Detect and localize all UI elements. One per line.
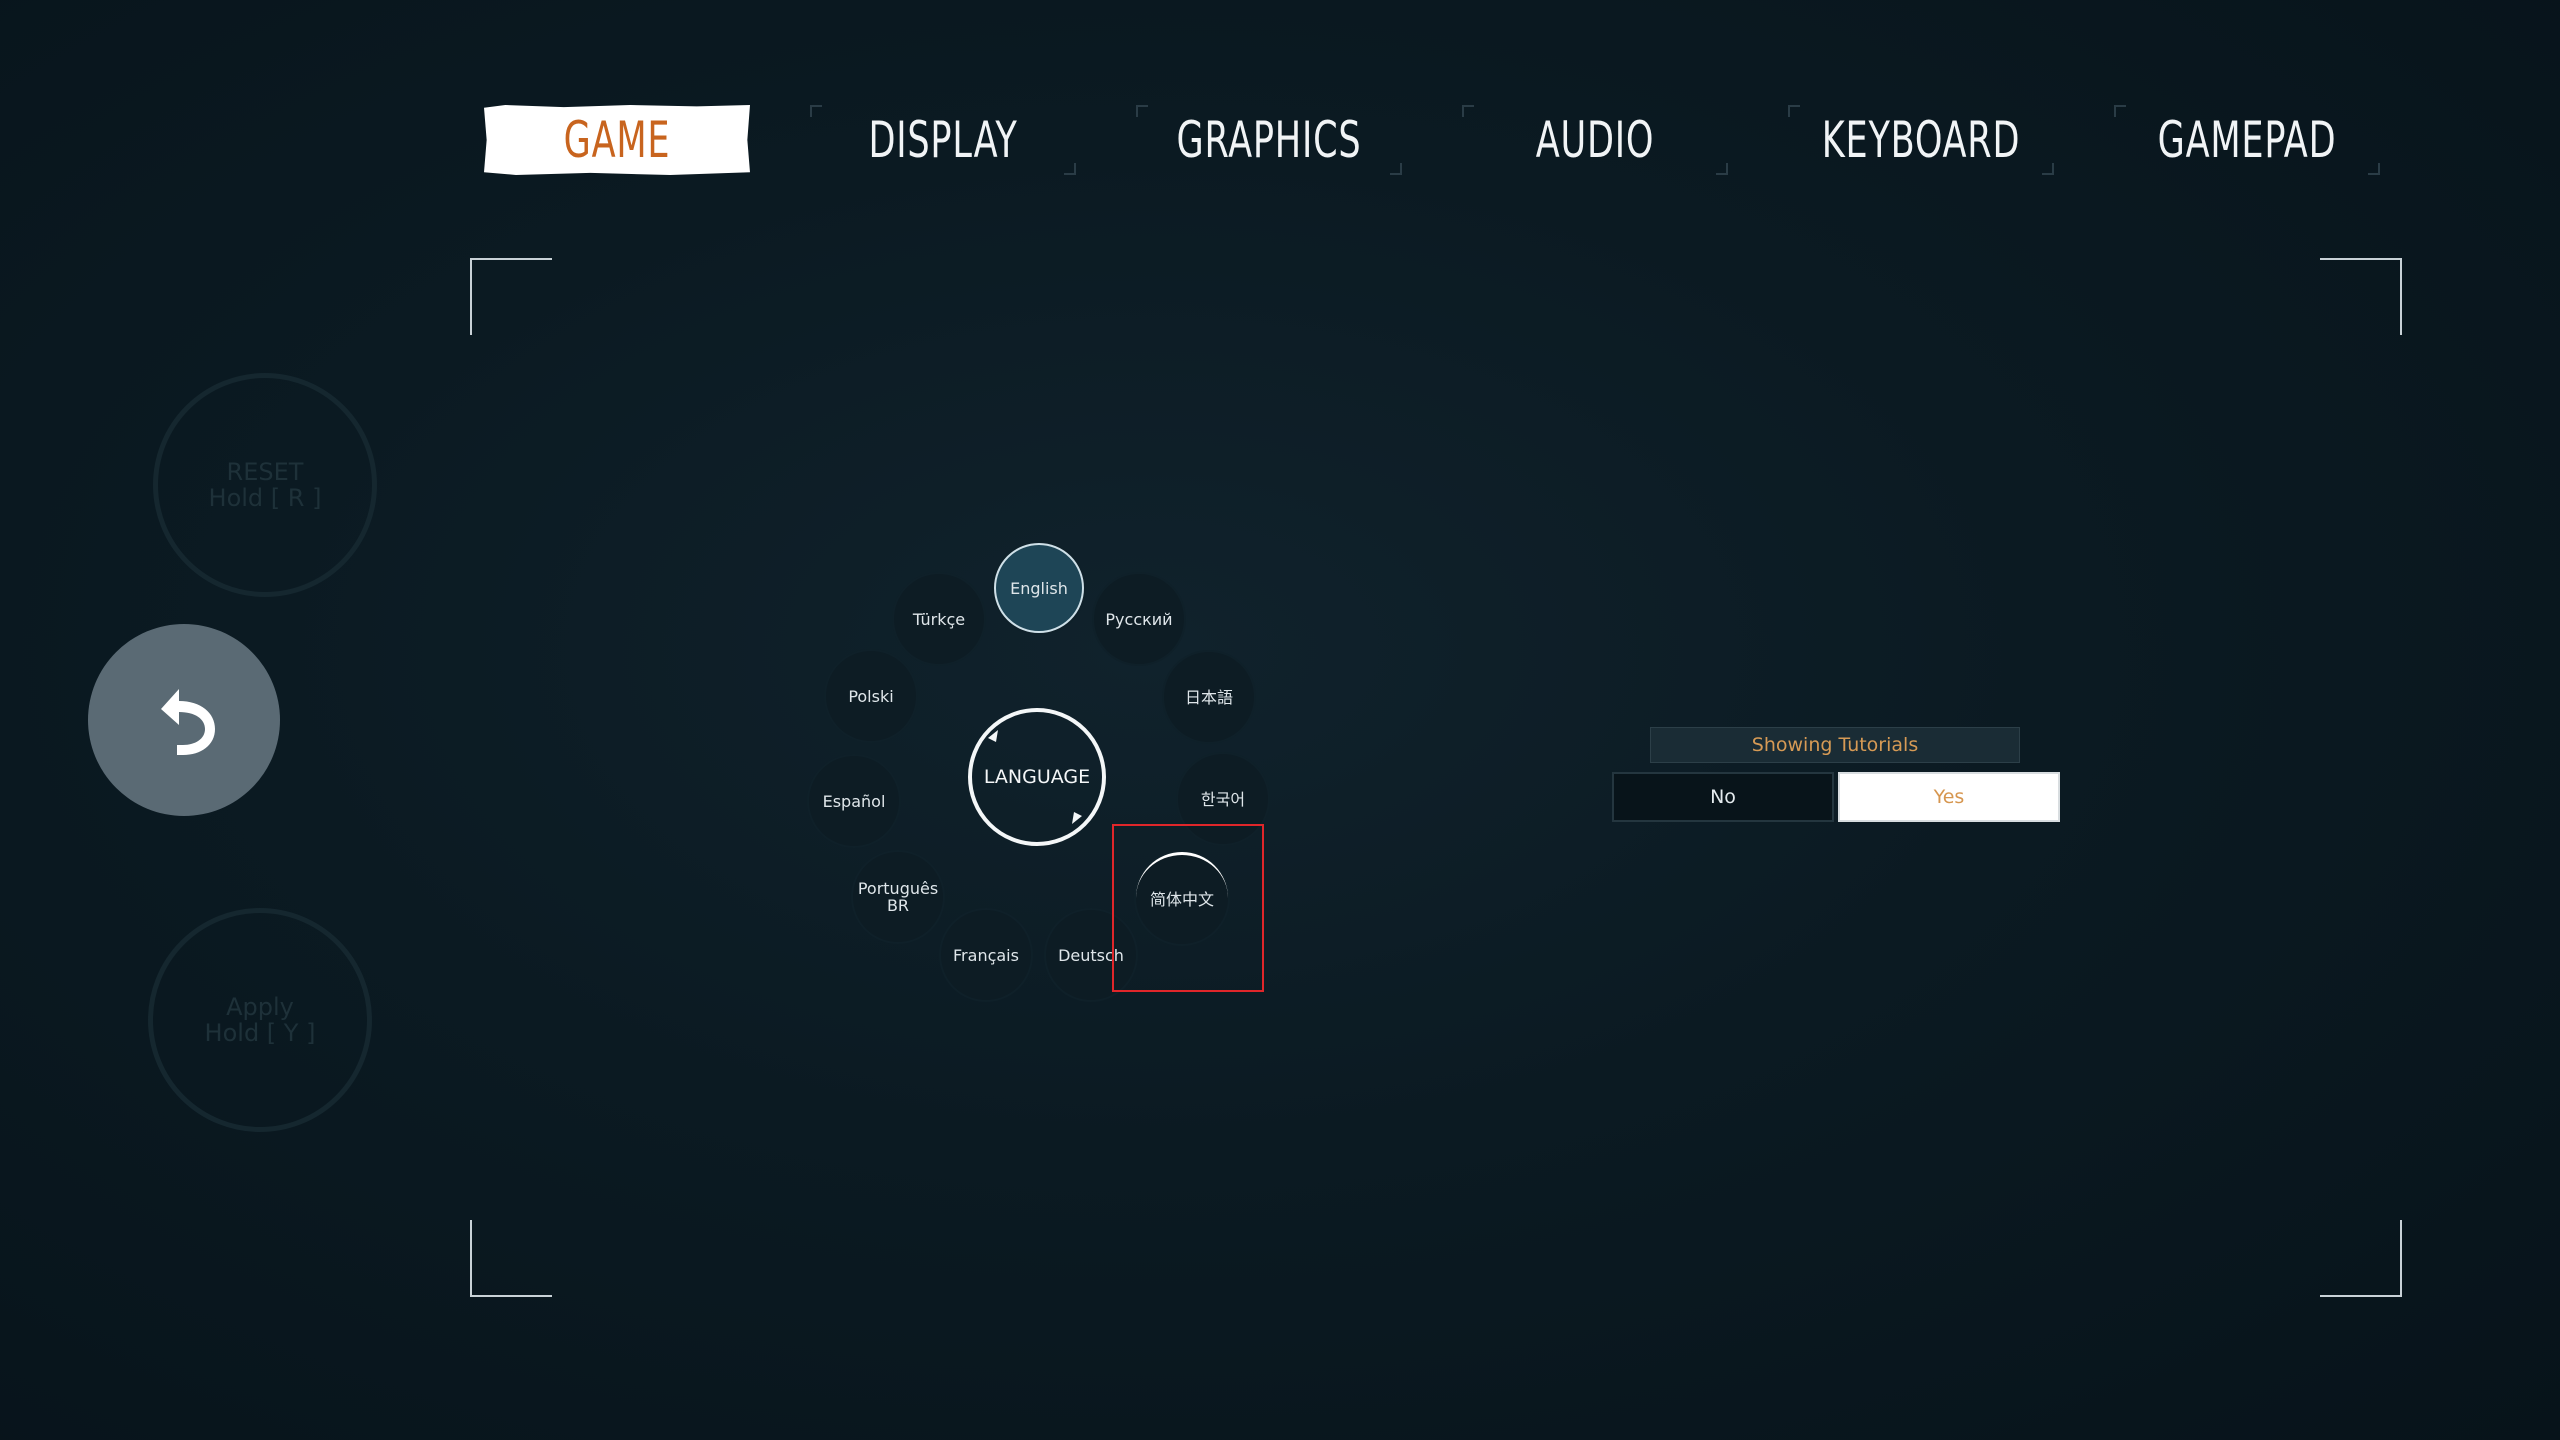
reset-label: RESET [226,458,304,486]
panel-corner-top-right [2320,258,2402,335]
tab-display[interactable]: DISPLAY [868,111,1018,169]
language-option-chinese[interactable]: 简体中文 [1136,852,1228,944]
showing-tutorials-label: Showing Tutorials [1650,727,2020,763]
apply-button[interactable]: Apply Hold [ Y ] [148,908,372,1132]
language-option-russian[interactable]: Русский [1094,574,1184,664]
language-option-polish[interactable]: Polski [826,651,916,741]
tab-gamepad[interactable]: GAMEPAD [2157,111,2337,169]
settings-tabs: GAME DISPLAY GRAPHICS AUDIO KEYBOARD GAM… [484,105,2384,175]
apply-hint: Hold [ Y ] [204,1019,316,1047]
rotate-arrows-icon [988,730,1082,824]
language-option-german[interactable]: Deutsch [1046,910,1136,1000]
tab-game[interactable]: GAME [563,111,671,169]
tutorials-no-option[interactable]: No [1612,772,1834,822]
language-option-turkish[interactable]: Türkçe [894,574,984,664]
language-title: LANGUAGE [983,766,1091,788]
tab-graphics[interactable]: GRAPHICS [1176,111,1362,169]
tutorials-yes-option[interactable]: Yes [1838,772,2060,822]
language-option-japanese[interactable]: 日本語 [1164,652,1254,742]
panel-corner-top-left [470,258,552,335]
undo-arrow-icon [161,689,215,755]
language-option-portuguese-br[interactable]: Português BR [853,852,943,942]
reset-button[interactable]: RESET Hold [ R ] [153,373,377,597]
tab-audio[interactable]: AUDIO [1535,111,1655,169]
portuguese-label: Português [857,879,939,898]
tab-keyboard[interactable]: KEYBOARD [1821,111,2021,169]
portuguese-region-label: BR [886,896,910,915]
panel-corner-bottom-right [2320,1220,2402,1297]
language-option-english[interactable]: English [994,543,1084,633]
back-button[interactable] [88,624,280,816]
language-option-korean[interactable]: 한국어 [1178,754,1268,844]
panel-corner-bottom-left [470,1220,552,1297]
language-selector-center: LANGUAGE [968,708,1106,846]
reset-hint: Hold [ R ] [208,484,322,512]
language-option-spanish[interactable]: Español [809,756,899,846]
active-tab-background [484,105,750,175]
apply-label: Apply [226,993,294,1021]
language-option-french[interactable]: Français [941,910,1031,1000]
